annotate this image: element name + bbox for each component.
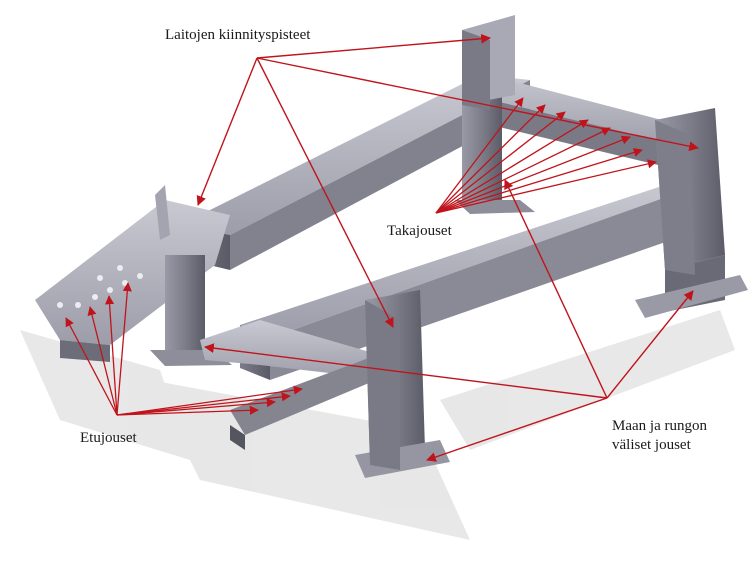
arrow-etu-1 <box>65 317 118 416</box>
arrow-taka-4 <box>435 119 589 214</box>
arrow-taka-8 <box>435 159 657 214</box>
arrow-maan-4 <box>426 397 608 462</box>
arrow-laitojen-4 <box>256 57 699 152</box>
arrow-taka-2 <box>435 104 546 214</box>
arrow-laitojen-2 <box>256 57 394 328</box>
arrows-maan <box>204 179 694 462</box>
arrow-maan-2 <box>504 179 608 399</box>
arrow-etu-7 <box>116 392 291 416</box>
label-etujouset: Etujouset <box>80 430 137 446</box>
rear-left-post <box>455 15 535 214</box>
arrow-etu-5 <box>116 405 259 416</box>
front-right-post <box>355 290 450 478</box>
arrow-taka-6 <box>435 135 631 214</box>
arrow-taka-5 <box>435 127 611 214</box>
arrow-etu-2 <box>87 306 118 416</box>
arrow-etu-8 <box>116 385 303 416</box>
label-maan-line-1: Maan ja rungon <box>612 418 707 434</box>
arrow-etu-6 <box>116 398 276 416</box>
arrow-etu-3 <box>105 295 118 416</box>
arrow-taka-7 <box>435 148 643 214</box>
label-takajouset: Takajouset <box>387 223 452 239</box>
arrow-etu-4 <box>116 282 132 416</box>
arrows-etujouset <box>65 282 303 416</box>
rear-right-post <box>635 108 748 318</box>
arrow-laitojen-3 <box>256 33 491 59</box>
arrow-taka-3 <box>435 111 566 214</box>
ground-shadow <box>20 310 735 540</box>
label-maan-line-2: väliset jouset <box>612 437 691 453</box>
arrow-laitojen-1 <box>196 57 258 206</box>
label-maan-ja-rungon: Maan ja rungon väliset jouset <box>612 417 742 455</box>
arrows-laitojen <box>196 33 699 328</box>
arrow-taka-1 <box>435 97 524 214</box>
arrows-takajouset <box>435 97 657 214</box>
arrow-maan-1 <box>204 343 608 399</box>
label-laitojen-kiinnityspisteet: Laitojen kiinnityspisteet <box>165 27 311 43</box>
arrow-maan-3 <box>606 290 694 399</box>
